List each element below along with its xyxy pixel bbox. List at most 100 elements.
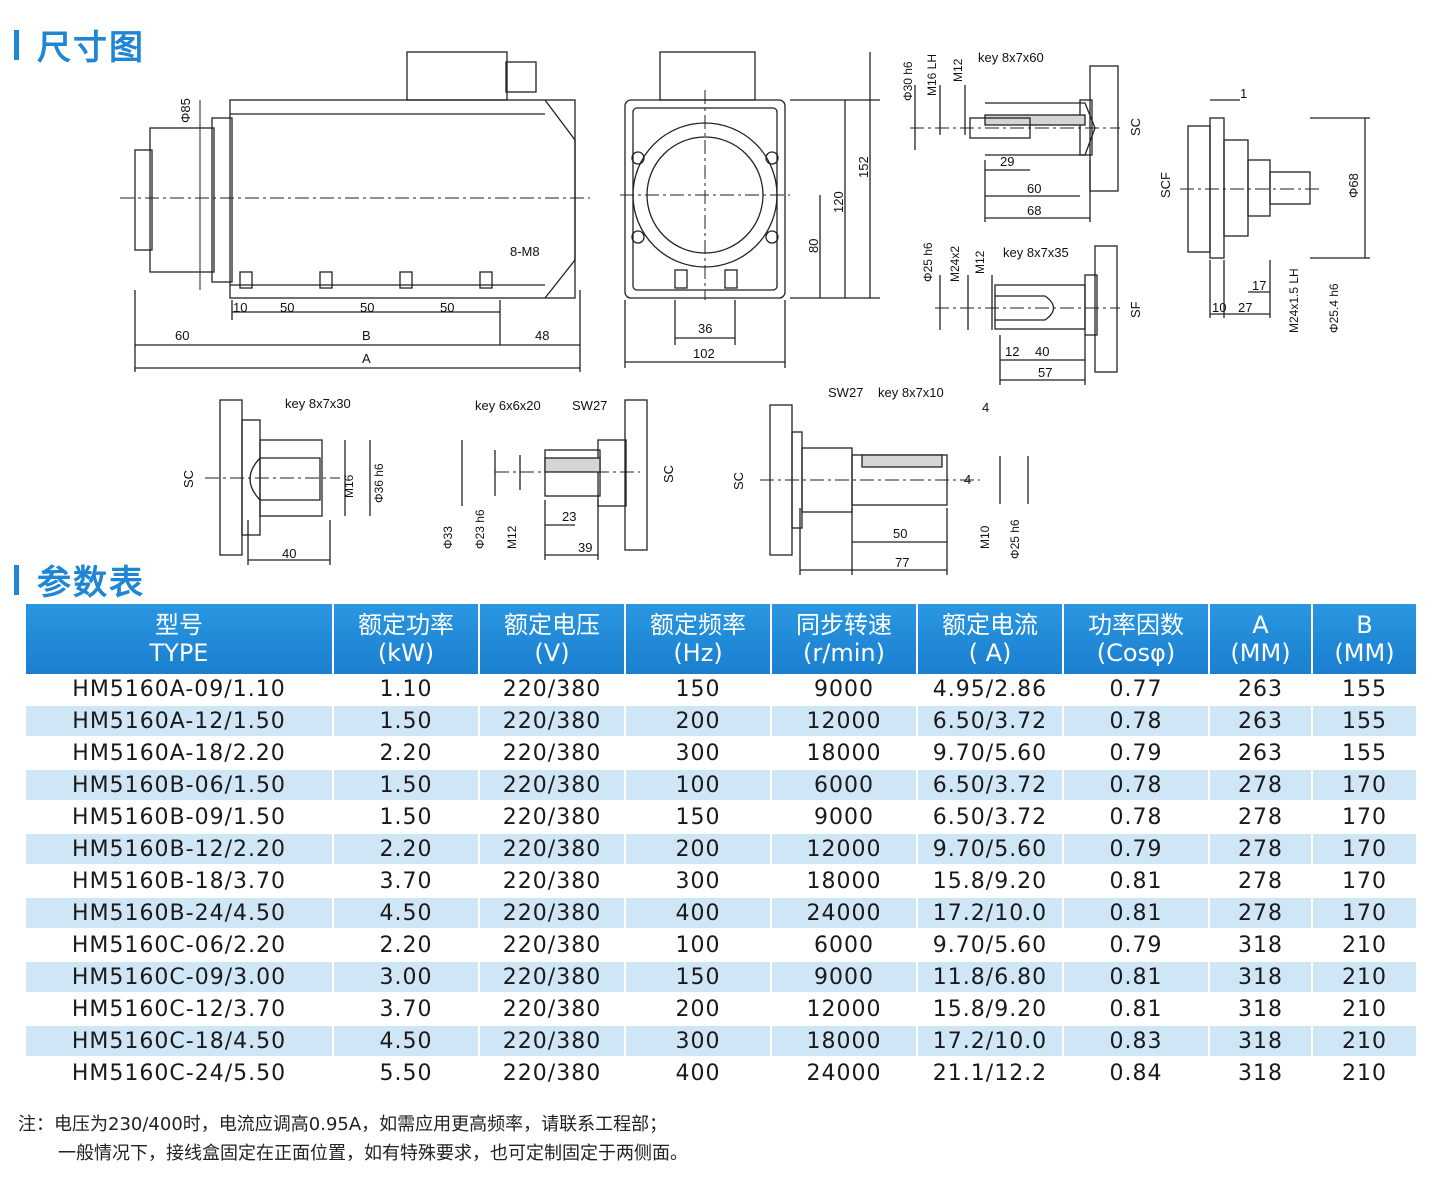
table-cell: 263 (1209, 737, 1313, 769)
table-cell: HM5160B-09/1.50 (26, 801, 334, 833)
table-cell: 9.70/5.60 (917, 929, 1064, 961)
dim-36: 36 (698, 321, 712, 336)
table-cell: 9.70/5.60 (917, 833, 1064, 865)
column-header-cn: A (1252, 611, 1269, 639)
table-cell: 12000 (771, 833, 918, 865)
column-header-unit: (r/min) (803, 639, 885, 667)
table-cell: 155 (1342, 677, 1387, 702)
table-cell: 220/380 (479, 961, 626, 993)
table-cell: 220/380 (479, 801, 626, 833)
table-cell: HM5160B-18/3.70 (26, 865, 334, 897)
table-cell: 220/380 (479, 1025, 626, 1057)
table-cell: 12000 (771, 993, 918, 1025)
table-cell: 210 (1312, 961, 1416, 993)
column-header-unit: (Cosφ) (1096, 639, 1176, 667)
sw27-right: SW27 (828, 385, 863, 400)
table-cell: HM5160B-12/2.20 (26, 833, 334, 865)
table-cell: 400 (625, 897, 772, 929)
column-header: 功率因数(Cosφ) (1063, 604, 1210, 674)
table-cell: 24000 (771, 897, 918, 929)
column-header: 额定电流( A) (917, 604, 1064, 674)
dim-23: 23 (562, 509, 576, 524)
title-accent-bar (14, 29, 19, 60)
table-cell: HM5160A-18/2.20 (26, 737, 334, 769)
column-header: A(MM) (1209, 604, 1313, 674)
table-cell: HM5160C-06/2.20 (26, 929, 334, 961)
dim-48: 48 (535, 328, 549, 343)
column-header: B(MM) (1312, 604, 1416, 674)
column-header-cn: 同步转速 (796, 611, 892, 639)
table-cell: 4.50 (333, 1025, 480, 1057)
table-cell: 0.79 (1063, 929, 1210, 961)
table-cell: 18000 (771, 737, 918, 769)
column-header: 额定频率(Hz) (625, 604, 772, 674)
table-cell: 155 (1342, 741, 1387, 766)
front-view: 152 120 80 36 102 (620, 51, 880, 368)
table-cell: 150 (625, 801, 772, 833)
table-cell: 210 (1312, 1025, 1416, 1057)
dim-60-shaft: 60 (1027, 181, 1041, 196)
table-cell: 263 (1209, 705, 1313, 737)
parameter-section-title: 参数表 (14, 555, 145, 604)
table-cell: 300 (625, 737, 772, 769)
column-header-unit: (V) (534, 639, 570, 667)
dim-a: A (362, 351, 371, 366)
dim-29: 29 (1000, 154, 1014, 169)
table-cell: 170 (1342, 869, 1387, 894)
table-cell: 18000 (771, 865, 918, 897)
column-header-cn: B (1356, 611, 1373, 639)
table-cell: 170 (1312, 833, 1416, 865)
dim-m24x2: M24x2 (948, 246, 962, 282)
note-line-2: 一般情况下，接线盒固定在正面位置，如有特殊要求，也可定制固定于两侧面。 (58, 1143, 688, 1164)
table-cell: 318 (1209, 1025, 1313, 1057)
table-cell: 2.20 (333, 737, 480, 769)
table-cell: 300 (625, 1025, 772, 1057)
label-sc: SC (1128, 118, 1143, 136)
sc-shaft-view: key 8x7x60 Φ30 h6 M16 LH M12 SC 29 60 68 (901, 50, 1143, 222)
table-cell: 0.81 (1063, 961, 1210, 993)
table-cell: 150 (625, 674, 772, 705)
dim-4-side: 4 (964, 472, 971, 487)
table-cell: 100 (625, 769, 772, 801)
table-cell: 12000 (771, 705, 918, 737)
table-cell: 6.50/3.72 (917, 705, 1064, 737)
column-header-cn: 额定电流 (942, 611, 1038, 639)
dim-102: 102 (693, 346, 715, 361)
table-cell: 220/380 (479, 674, 626, 705)
column-header-unit: (MM) (1230, 639, 1291, 667)
table-cell: 150 (625, 961, 772, 993)
table-cell: 155 (1312, 705, 1416, 737)
table-cell: 17.2/10.0 (917, 897, 1064, 929)
dim-8-m8: 8-M8 (510, 244, 540, 259)
table-cell: 220/380 (479, 865, 626, 897)
dimension-drawing: Φ85 8-M8 10 50 50 50 60 B 48 A 152 120 (120, 50, 1370, 575)
table-cell: 24000 (771, 1057, 918, 1089)
table-cell: 6.50/3.72 (917, 801, 1064, 833)
table-cell: 4.50 (333, 897, 480, 929)
title-accent-bar (14, 564, 19, 595)
table-cell: 0.78 (1063, 801, 1210, 833)
table-cell: 0.81 (1063, 865, 1210, 897)
table-cell: 278 (1209, 801, 1313, 833)
dim-39: 39 (578, 540, 592, 555)
dim-12: 12 (1005, 344, 1019, 359)
table-cell: 318 (1209, 929, 1313, 961)
dim-m12-mid: M12 (505, 525, 519, 549)
table-cell: 200 (625, 833, 772, 865)
table-cell: 278 (1209, 769, 1313, 801)
dim-10: 10 (233, 300, 247, 315)
sc-mid-shaft-view: key 6x6x20 SW27 SC Φ33 Φ23 h6 M12 23 39 (441, 398, 676, 560)
table-cell: 318 (1209, 1057, 1313, 1089)
dim-dia85: Φ85 (178, 98, 193, 123)
dim-dia23-h6: Φ23 h6 (473, 509, 487, 549)
dim-17: 17 (1252, 278, 1266, 293)
table-cell: 1.50 (333, 801, 480, 833)
dim-27: 27 (1238, 300, 1252, 315)
table-cell: HM5160C-24/5.50 (26, 1057, 334, 1089)
